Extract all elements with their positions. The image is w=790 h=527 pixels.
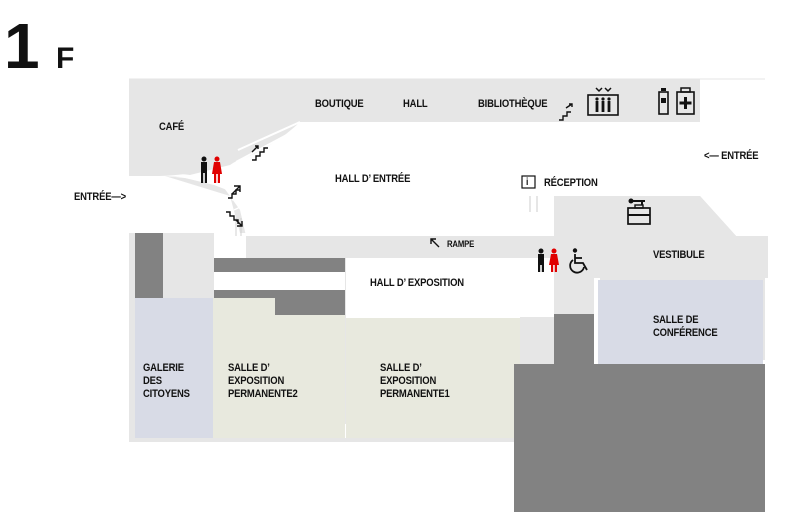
salle-expo1 xyxy=(346,318,520,438)
wall-left xyxy=(135,233,163,298)
label-entree-left: ENTRÉE—> xyxy=(74,191,126,203)
wheelchair-icon xyxy=(569,248,588,274)
label-bibliotheque: BIBLIOTHÈQUE xyxy=(478,98,548,110)
ramp-arrow-icon xyxy=(430,238,440,248)
floor-number: 1 xyxy=(4,10,40,82)
label-boutique: BOUTIQUE xyxy=(315,98,364,110)
floor-indicator: 1 F xyxy=(4,14,74,78)
label-reception: RÉCEPTION xyxy=(544,177,598,189)
label-hall-entree: HALL D’ ENTRÉE xyxy=(335,173,411,185)
label-salle-expo2: SALLE D’ EXPOSITION PERMANENTE2 xyxy=(228,362,298,400)
label-hall-exposition: HALL D’ EXPOSITION xyxy=(370,277,464,289)
conference-room xyxy=(598,280,763,364)
key-locker-icon xyxy=(627,198,651,225)
label-galerie-citoyens: GALERIE DES CITOYENS xyxy=(143,362,190,400)
first-aid-icon xyxy=(676,87,695,115)
floor-letter: F xyxy=(56,42,75,75)
label-salle-conference: SALLE DE CONFÉRENCE xyxy=(653,314,718,339)
stairs-icon xyxy=(559,103,573,121)
top-rooms xyxy=(300,79,700,122)
reception-icon-letter: i xyxy=(525,177,528,188)
stairs-icon xyxy=(251,145,268,161)
stairs-down-arrow-icon xyxy=(226,211,243,227)
right-top-room xyxy=(648,79,700,122)
label-vestibule: VESTIBULE xyxy=(653,249,705,261)
restroom-icon xyxy=(538,248,559,272)
label-entree-right: <— ENTRÉE xyxy=(704,150,759,162)
salle-expo2 xyxy=(213,298,345,438)
restroom-icon xyxy=(201,156,222,183)
label-rampe: RAMPE xyxy=(447,239,475,249)
stairs-up-arrow-icon xyxy=(228,185,241,199)
reception-corridor xyxy=(554,196,594,314)
locker-icon xyxy=(658,88,669,115)
elevator-icon xyxy=(587,87,619,116)
galerie-citoyens xyxy=(135,298,213,438)
reception-box xyxy=(521,175,536,189)
label-salle-expo1: SALLE D’ EXPOSITION PERMANENTE1 xyxy=(380,362,450,400)
dark-block xyxy=(514,317,765,512)
label-cafe: CAFÉ xyxy=(159,121,185,133)
label-hall: HALL xyxy=(403,98,428,110)
